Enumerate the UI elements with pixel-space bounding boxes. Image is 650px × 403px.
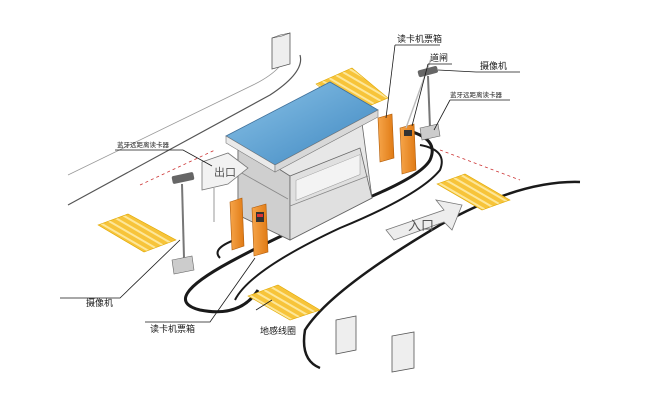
label-bt-reader-right: 蓝牙远距离读卡器 bbox=[450, 90, 503, 99]
driveway-curve-left bbox=[184, 128, 434, 314]
bollard-bottom-right bbox=[391, 331, 415, 373]
entrance-ticket-kiosk bbox=[377, 113, 395, 163]
camera-right bbox=[417, 65, 441, 141]
label-bt-reader-left: 蓝牙远距离读卡器 bbox=[117, 140, 170, 149]
exit-ticket-kiosk bbox=[251, 203, 269, 257]
label-gate-barrier: 道闸 bbox=[430, 52, 448, 64]
road-edge-upper bbox=[67, 54, 302, 206]
label-loop-detector: 地感线圈 bbox=[260, 325, 296, 337]
driveway-curve-right bbox=[302, 180, 581, 370]
exit-gate-barrier bbox=[229, 197, 245, 251]
bollard-bottom-left bbox=[335, 315, 357, 355]
exit-sign-label: 出口 bbox=[214, 165, 236, 179]
label-reader-kiosk-top: 读卡机票箱 bbox=[397, 33, 442, 45]
speed-bump-right bbox=[436, 173, 511, 211]
guard-booth bbox=[225, 81, 379, 241]
bollard-top bbox=[271, 32, 291, 70]
speed-bump-left bbox=[97, 213, 177, 253]
leader-lines bbox=[60, 44, 520, 323]
speed-bump-bottom bbox=[247, 284, 321, 321]
label-reader-kiosk-bottom: 读卡机票箱 bbox=[150, 323, 195, 335]
driveway-curve-bottom bbox=[234, 144, 443, 301]
exit-sign: 出口 bbox=[201, 152, 249, 222]
road-lane-dashed bbox=[139, 149, 216, 186]
camera-left bbox=[171, 172, 195, 275]
road-lane-dashed-right bbox=[439, 149, 521, 181]
entrance-sign-label: 入口 bbox=[408, 219, 434, 234]
entrance-arrow: 入口 bbox=[385, 199, 463, 241]
label-camera-top: 摄像机 bbox=[480, 60, 507, 72]
label-camera-bottom: 摄像机 bbox=[86, 297, 113, 309]
